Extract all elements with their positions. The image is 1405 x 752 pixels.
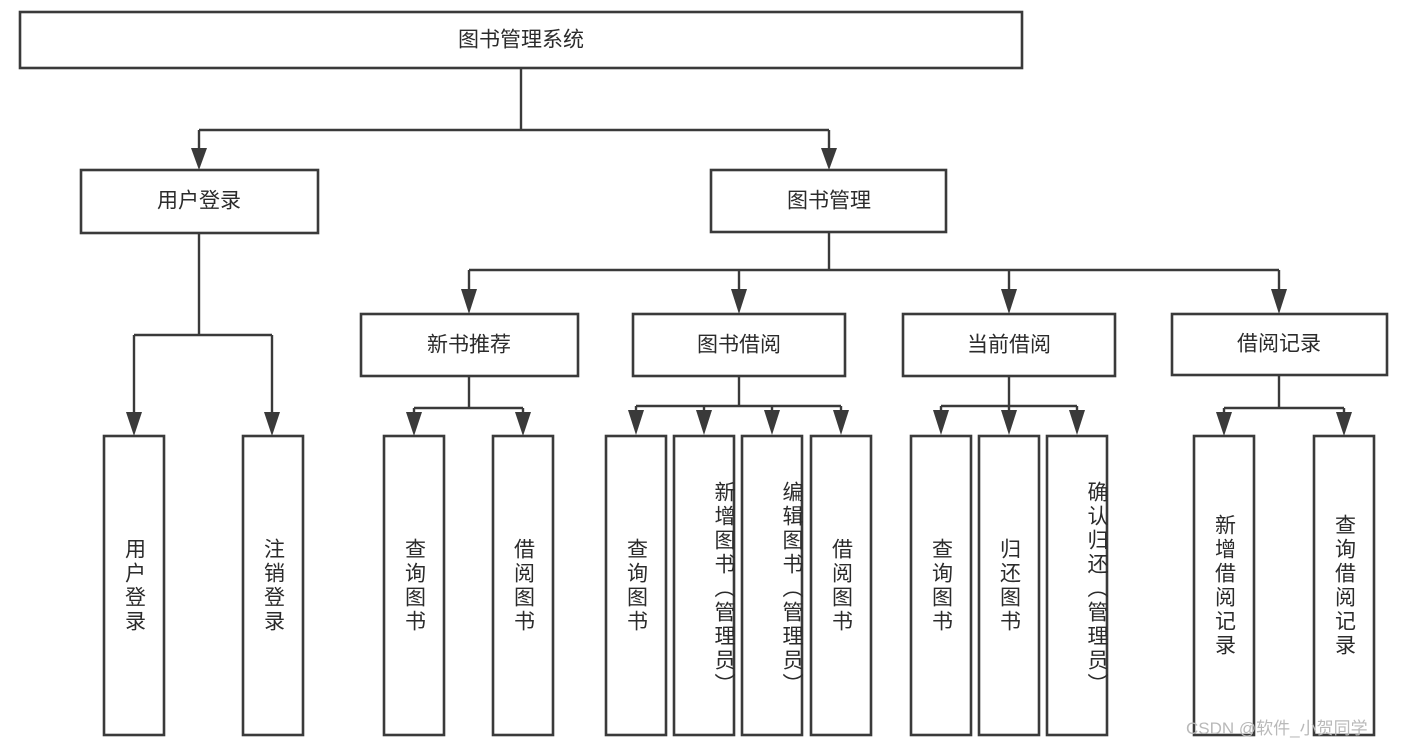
leaf-box-current-borrow-query[interactable] bbox=[909, 434, 973, 737]
node-box[interactable] bbox=[359, 312, 580, 378]
node-label: 图书管理 bbox=[787, 190, 871, 213]
connector-root-to-level1 bbox=[191, 68, 837, 170]
arrow-head-icon bbox=[1001, 289, 1017, 314]
arrow-head-icon bbox=[731, 289, 747, 314]
node-label: 用户登录 bbox=[157, 190, 241, 213]
leaf-box-new-book-borrow[interactable] bbox=[491, 434, 555, 737]
arrow-head-icon bbox=[126, 412, 142, 436]
connector-new-book-to-leaves bbox=[406, 376, 531, 436]
leaf-box-borrow-record-add[interactable] bbox=[1192, 434, 1256, 737]
arrow-head-icon bbox=[406, 412, 422, 436]
leaf-box-user-login-login[interactable] bbox=[102, 434, 166, 737]
arrow-head-icon bbox=[933, 410, 949, 435]
node-borrow-record[interactable]: 借阅记录 bbox=[1170, 312, 1389, 377]
node-label: 新书推荐 bbox=[427, 334, 511, 357]
node-new-book-recommend[interactable]: 新书推荐 bbox=[359, 312, 580, 378]
arrow-head-icon bbox=[696, 410, 712, 435]
node-box[interactable] bbox=[18, 10, 1024, 70]
node-box[interactable] bbox=[901, 312, 1117, 378]
node-box[interactable] bbox=[79, 168, 320, 235]
arrow-head-icon bbox=[1001, 410, 1017, 435]
leaf-box-borrow-record-query[interactable] bbox=[1312, 434, 1376, 737]
arrow-head-icon bbox=[515, 412, 531, 436]
leaf-box-book-borrow-edit[interactable] bbox=[740, 434, 804, 737]
arrow-head-icon bbox=[191, 148, 207, 170]
leaf-box-book-borrow-query[interactable] bbox=[604, 434, 668, 737]
leaf-box-current-borrow-confirm[interactable] bbox=[1045, 434, 1109, 737]
node-box[interactable] bbox=[1170, 312, 1389, 377]
arrow-head-icon bbox=[1336, 412, 1352, 436]
node-label: 图书借阅 bbox=[697, 334, 781, 357]
node-box[interactable] bbox=[709, 168, 948, 234]
node-label: 当前借阅 bbox=[967, 334, 1051, 357]
arrow-head-icon bbox=[764, 410, 780, 435]
leaf-box-user-login-logout[interactable] bbox=[241, 434, 305, 737]
node-label: 借阅记录 bbox=[1237, 333, 1321, 356]
node-book-management[interactable]: 图书管理 bbox=[709, 168, 948, 234]
connector-current-borrow-to-leaves bbox=[933, 376, 1085, 435]
node-box[interactable] bbox=[631, 312, 847, 378]
node-root-system[interactable]: 图书管理系统 bbox=[18, 10, 1024, 70]
arrow-head-icon bbox=[833, 410, 849, 435]
arrow-head-icon bbox=[1216, 412, 1232, 436]
arrow-head-icon bbox=[461, 289, 477, 314]
arrow-head-icon bbox=[264, 412, 280, 436]
node-book-borrow[interactable]: 图书借阅 bbox=[631, 312, 847, 378]
node-current-borrow[interactable]: 当前借阅 bbox=[901, 312, 1117, 378]
arrow-head-icon bbox=[628, 410, 644, 435]
connector-user-login-to-leaves bbox=[126, 233, 280, 436]
leaf-box-current-borrow-return[interactable] bbox=[977, 434, 1041, 737]
node-label: 图书管理系统 bbox=[458, 29, 584, 52]
leaf-box-book-borrow-add[interactable] bbox=[672, 434, 736, 737]
connector-book-mgmt-to-level2 bbox=[461, 232, 1287, 314]
connector-book-borrow-to-leaves bbox=[628, 376, 849, 435]
arrow-head-icon bbox=[821, 148, 837, 170]
node-user-login[interactable]: 用户登录 bbox=[79, 168, 320, 235]
watermark-text: CSDN @软件_小贺同学 bbox=[1186, 719, 1368, 738]
connector-borrow-record-to-leaves bbox=[1216, 375, 1352, 436]
arrow-head-icon bbox=[1069, 410, 1085, 435]
leaf-box-new-book-query[interactable] bbox=[382, 434, 446, 737]
arrow-head-icon bbox=[1271, 289, 1287, 314]
leaf-box-book-borrow-borrow[interactable] bbox=[809, 434, 873, 737]
